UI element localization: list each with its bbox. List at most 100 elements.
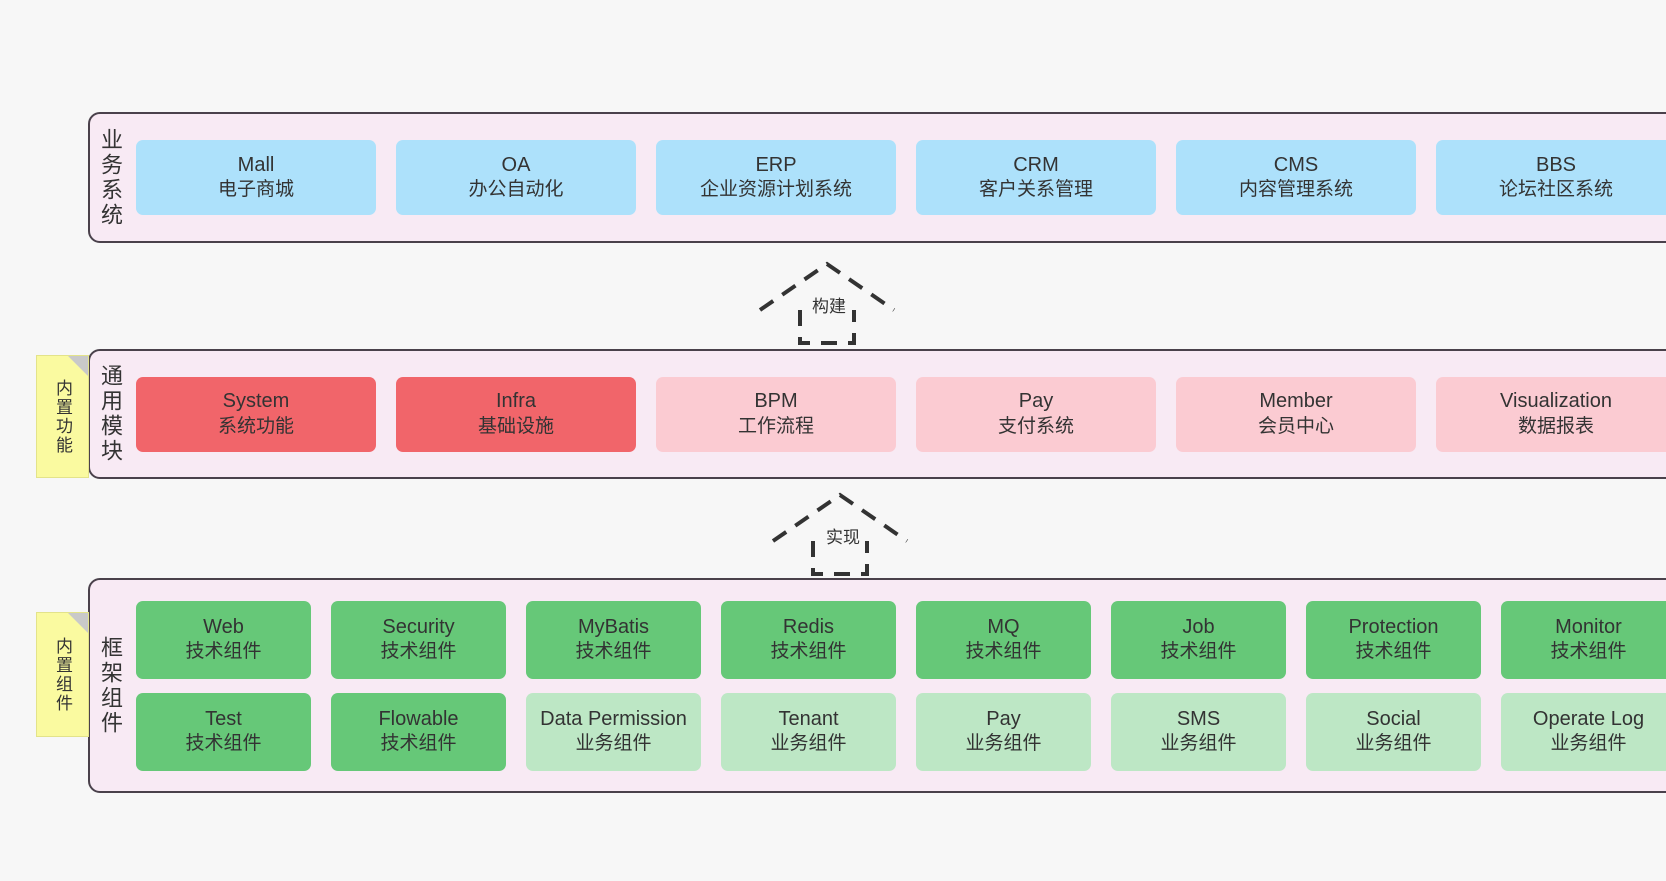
card-subtitle: 技术组件 — [380, 641, 457, 663]
arrow-shaft — [798, 310, 856, 345]
card-mall[interactable]: Mall 电子商城 — [136, 140, 376, 215]
layer-business-systems: 业务系统 Mall 电子商城 OA 办公自动化 ERP 企业资源计划系统 CRM… — [88, 112, 1666, 243]
card-subtitle: 技术组件 — [965, 641, 1042, 663]
card-member[interactable]: Member 会员中心 — [1176, 376, 1416, 452]
card-subtitle: 系统功能 — [217, 415, 294, 437]
card-oa[interactable]: OA 办公自动化 — [396, 140, 636, 215]
layer-common-modules-body: System 系统功能 Infra 基础设施 BPM 工作流程 Pay 支付系统… — [130, 351, 1666, 477]
card-title: BBS — [1535, 153, 1577, 176]
card-data-permission[interactable]: Data Permission 业务组件 — [526, 692, 701, 771]
arrow-build-icon — [758, 261, 896, 345]
card-subtitle: 技术组件 — [185, 733, 262, 755]
card-security[interactable]: Security 技术组件 — [331, 600, 506, 679]
card-system[interactable]: System 系统功能 — [136, 376, 376, 452]
card-title: Test — [205, 707, 242, 730]
card-mybatis[interactable]: MyBatis 技术组件 — [526, 600, 701, 679]
card-title: SMS — [1176, 707, 1221, 730]
note-label: 内置功能 — [53, 378, 72, 455]
card-subtitle: 业务组件 — [965, 733, 1042, 755]
card-flowable[interactable]: Flowable 技术组件 — [331, 692, 506, 771]
card-pay[interactable]: Pay 支付系统 — [916, 376, 1156, 452]
card-subtitle: 业务组件 — [1160, 733, 1237, 755]
card-row: Web 技术组件 Security 技术组件 MyBatis 技术组件 Redi… — [136, 600, 1666, 679]
card-title: Protection — [1348, 615, 1439, 638]
card-title: BPM — [754, 390, 798, 413]
card-pay-business[interactable]: Pay 业务组件 — [916, 692, 1091, 771]
card-subtitle: 技术组件 — [1550, 641, 1627, 663]
card-visualization[interactable]: Visualization 数据报表 — [1436, 376, 1666, 452]
card-protection[interactable]: Protection 技术组件 — [1306, 600, 1481, 679]
note-fold-corner-icon — [68, 613, 88, 633]
card-row: Test 技术组件 Flowable 技术组件 Data Permission … — [136, 692, 1666, 771]
note-builtin-function: 内置功能 — [36, 355, 89, 478]
card-title: Social — [1366, 707, 1421, 730]
card-title: MyBatis — [577, 615, 650, 638]
card-title: Monitor — [1555, 615, 1622, 638]
card-redis[interactable]: Redis 技术组件 — [721, 600, 896, 679]
card-subtitle: 业务组件 — [770, 733, 847, 755]
card-subtitle: 工作流程 — [737, 415, 814, 437]
card-title: Security — [382, 615, 455, 638]
card-subtitle: 内容管理系统 — [1238, 179, 1353, 201]
arrow-implement-icon — [771, 492, 909, 576]
card-title: Mall — [237, 153, 275, 176]
card-title: Web — [203, 615, 244, 638]
card-subtitle: 技术组件 — [1160, 641, 1237, 663]
card-monitor[interactable]: Monitor 技术组件 — [1501, 600, 1666, 679]
card-title: Visualization — [1500, 390, 1612, 413]
card-subtitle: 支付系统 — [997, 415, 1074, 437]
card-social[interactable]: Social 业务组件 — [1306, 692, 1481, 771]
card-title: CRM — [1013, 153, 1059, 176]
card-web[interactable]: Web 技术组件 — [136, 600, 311, 679]
note-fold-corner-icon — [68, 356, 88, 376]
card-sms[interactable]: SMS 业务组件 — [1111, 692, 1286, 771]
arrow-shaft — [811, 541, 869, 576]
card-subtitle: 业务组件 — [1355, 733, 1432, 755]
layer-business-systems-title: 业务系统 — [98, 127, 123, 228]
card-erp[interactable]: ERP 企业资源计划系统 — [656, 140, 896, 215]
card-title: System — [222, 390, 290, 413]
card-mq[interactable]: MQ 技术组件 — [916, 600, 1091, 679]
card-title: Tenant — [778, 707, 839, 730]
card-tenant[interactable]: Tenant 业务组件 — [721, 692, 896, 771]
card-bpm[interactable]: BPM 工作流程 — [656, 376, 896, 452]
card-infra[interactable]: Infra 基础设施 — [396, 376, 636, 452]
card-subtitle: 数据报表 — [1517, 415, 1594, 437]
card-crm[interactable]: CRM 客户关系管理 — [916, 140, 1156, 215]
card-subtitle: 业务组件 — [575, 733, 652, 755]
card-title: Redis — [782, 615, 835, 638]
card-title: CMS — [1273, 153, 1319, 176]
card-subtitle: 会员中心 — [1257, 415, 1334, 437]
card-job[interactable]: Job 技术组件 — [1111, 600, 1286, 679]
card-title: MQ — [987, 615, 1020, 638]
card-title: Member — [1259, 390, 1333, 413]
card-title: Job — [1182, 615, 1215, 638]
card-row: System 系统功能 Infra 基础设施 BPM 工作流程 Pay 支付系统… — [136, 376, 1666, 452]
card-title: Infra — [495, 390, 537, 413]
note-builtin-component: 内置组件 — [36, 612, 89, 737]
card-subtitle: 客户关系管理 — [978, 179, 1093, 201]
card-test[interactable]: Test 技术组件 — [136, 692, 311, 771]
card-subtitle: 业务组件 — [1550, 733, 1627, 755]
card-subtitle: 技术组件 — [380, 733, 457, 755]
card-subtitle: 办公自动化 — [468, 179, 564, 201]
card-operate-log[interactable]: Operate Log 业务组件 — [1501, 692, 1666, 771]
card-row: Mall 电子商城 OA 办公自动化 ERP 企业资源计划系统 CRM 客户关系… — [136, 140, 1666, 215]
card-subtitle: 技术组件 — [770, 641, 847, 663]
card-title: Pay — [1018, 390, 1054, 413]
card-subtitle: 企业资源计划系统 — [699, 179, 852, 201]
layer-framework-components-title: 框架组件 — [98, 635, 123, 736]
arrow-implement-label: 实现 — [826, 528, 860, 547]
note-label: 内置组件 — [53, 636, 72, 713]
card-bbs[interactable]: BBS 论坛社区系统 — [1436, 140, 1666, 215]
layer-framework-components: 框架组件 Web 技术组件 Security 技术组件 MyBatis 技术组件… — [88, 578, 1666, 793]
card-subtitle: 基础设施 — [477, 415, 554, 437]
arrow-build-label: 构建 — [812, 297, 846, 316]
card-title: Operate Log — [1532, 707, 1645, 730]
card-subtitle: 电子商城 — [217, 179, 294, 201]
card-subtitle: 技术组件 — [575, 641, 652, 663]
card-title: OA — [501, 153, 531, 176]
card-cms[interactable]: CMS 内容管理系统 — [1176, 140, 1416, 215]
arrow-head-triangle — [758, 261, 896, 312]
